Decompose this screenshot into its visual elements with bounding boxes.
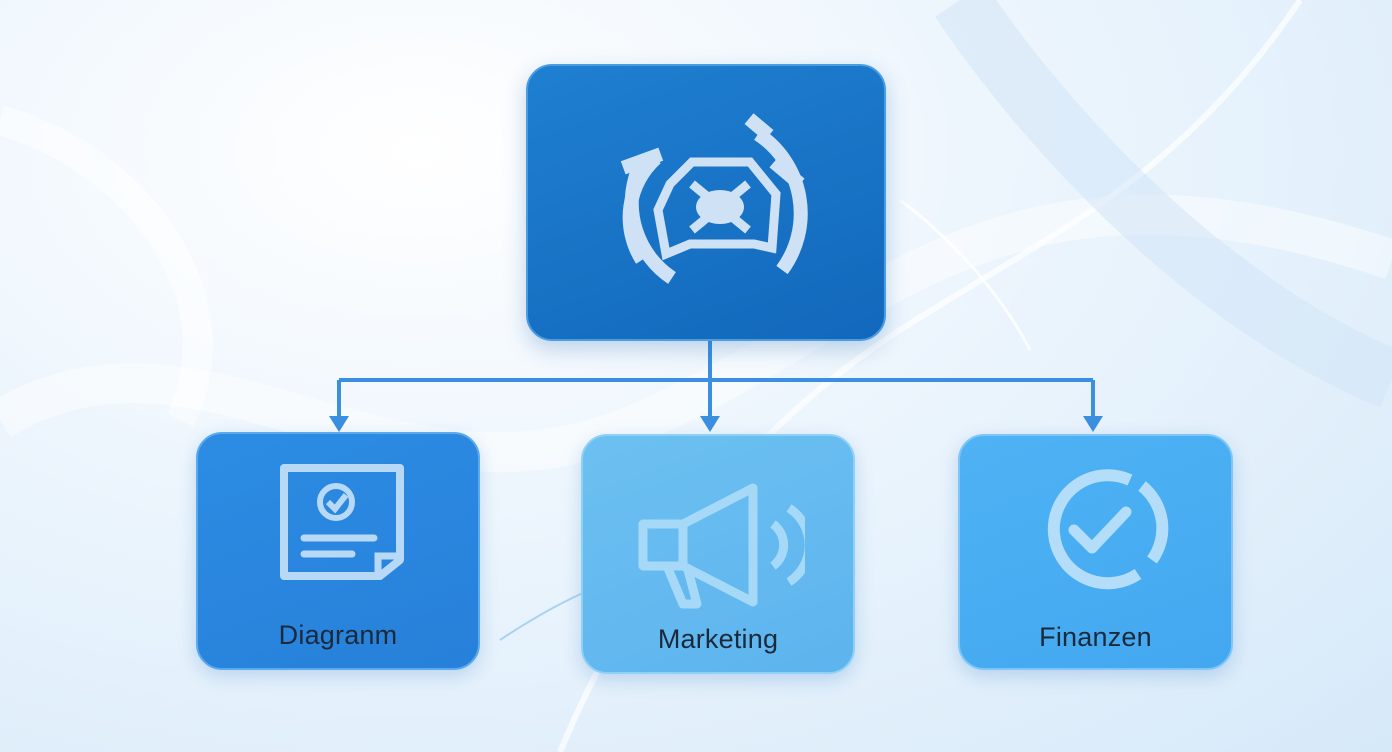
gauge-dashboard-icon (620, 113, 808, 284)
arrowhead-finanzen (1083, 416, 1103, 432)
megaphone-icon (638, 483, 805, 609)
arrowhead-diagramm (329, 416, 349, 432)
document-check-icon (280, 464, 404, 580)
node-finanzen[interactable]: Finanzen (958, 434, 1233, 670)
arrowhead-marketing (700, 416, 720, 432)
root-node[interactable] (526, 64, 886, 341)
node-diagramm[interactable]: Diagranm (196, 432, 480, 670)
node-marketing[interactable]: Marketing (581, 434, 855, 674)
node-label-marketing: Marketing (657, 624, 779, 654)
node-label-diagramm: Diagranm (278, 620, 398, 650)
node-label-finanzen: Finanzen (1039, 622, 1152, 652)
circle-check-icon (1047, 469, 1169, 590)
